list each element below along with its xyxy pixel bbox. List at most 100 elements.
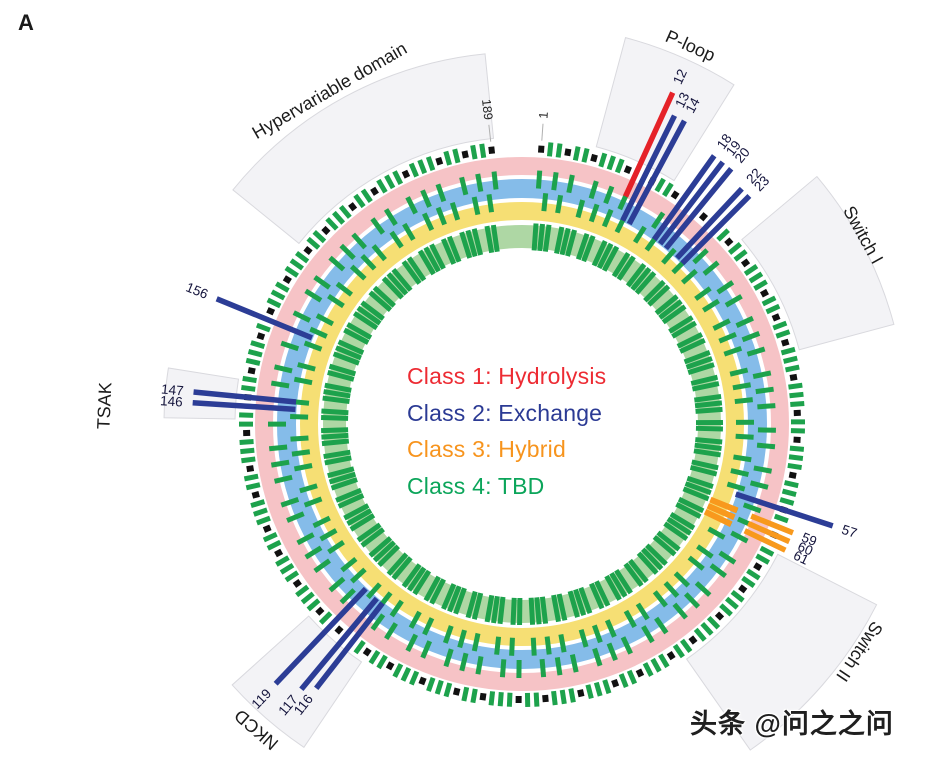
class2-tick — [370, 217, 386, 235]
ruler-tick-black — [789, 373, 798, 381]
class2-tick — [641, 625, 655, 644]
class2-tick — [270, 380, 290, 389]
annotation-line-146 — [192, 399, 296, 413]
class2-tick — [716, 280, 735, 295]
ruler-tick-green — [425, 156, 436, 172]
class4-tick — [643, 279, 666, 303]
class4-tick — [321, 415, 349, 421]
annotation-line-156 — [215, 296, 314, 341]
class4-tick — [640, 547, 664, 571]
ruler-tick-green — [746, 568, 761, 581]
class3-tick — [735, 433, 754, 440]
class3-tick — [687, 555, 705, 571]
legend-item-class1: Class 1: Hydrolysis — [407, 363, 607, 389]
ruler-tick-green — [559, 689, 567, 705]
class4-tick — [601, 245, 620, 272]
class2-tick — [566, 174, 575, 194]
ruler-tick-green — [408, 162, 419, 178]
class3-tick — [632, 225, 647, 244]
ruler-tick-black — [479, 692, 487, 701]
ruler-tick-green — [626, 669, 638, 685]
class4-tick — [567, 590, 580, 618]
class2-tick — [273, 474, 293, 484]
annotation-ring-tick-59 — [709, 496, 739, 514]
class2-tick — [539, 658, 547, 678]
class4-tick — [594, 580, 611, 607]
ruler-tick-black — [292, 578, 302, 588]
class3-tick — [297, 362, 316, 372]
class4-tick — [654, 294, 679, 316]
ruler-tick-green — [417, 159, 428, 175]
class3-tick — [449, 201, 461, 221]
class4-tick — [356, 522, 382, 543]
ruler-tick-green — [312, 230, 327, 244]
class2-tick — [273, 364, 293, 374]
class4-tick — [360, 300, 385, 321]
ruler-tick-green — [479, 143, 487, 159]
class4-tick — [647, 284, 671, 307]
annotation-line-14 — [626, 119, 687, 226]
class3-tick — [340, 556, 358, 573]
class2-tick — [351, 232, 367, 250]
class2-tick — [420, 189, 432, 208]
class4-tick — [694, 442, 722, 451]
class3-tick — [707, 526, 726, 540]
ruler-tick-black — [247, 367, 256, 375]
class4-tick — [324, 382, 352, 393]
class2-tick — [475, 655, 484, 675]
class3-tick — [604, 619, 617, 638]
class2-tick — [405, 196, 418, 215]
ruler-tick-green — [581, 148, 590, 163]
ruler-tick-black — [670, 190, 680, 200]
ruler-tick-green — [593, 681, 603, 697]
class4-tick — [537, 223, 546, 252]
class2-tick — [499, 659, 507, 678]
ruler-tick-green — [245, 357, 261, 366]
class3-tick — [389, 230, 404, 249]
class2-tick — [328, 576, 346, 593]
class3-tick — [349, 264, 367, 281]
ruler-tick-green — [650, 657, 662, 673]
class3-tick — [303, 496, 323, 508]
annotation-line-60 — [746, 520, 791, 545]
class4-tick — [690, 374, 719, 386]
class4-tick — [556, 593, 568, 621]
ruler-tick-black — [753, 562, 763, 572]
ruler-tick-green — [602, 679, 612, 695]
class4-tick — [335, 345, 362, 361]
class3-tick — [290, 435, 309, 442]
ruler-tick-green — [306, 598, 321, 612]
ruler-tick-black — [262, 524, 272, 533]
ruler-tick-green — [772, 320, 788, 331]
ruler-tick-green — [679, 638, 693, 653]
ruler-tick-black — [666, 651, 676, 661]
class4-tick — [630, 266, 652, 292]
class4-tick — [611, 252, 631, 278]
class3-tick — [555, 194, 564, 214]
class4-tick — [623, 562, 644, 588]
class2-tick — [384, 622, 398, 640]
wedge-nkcd — [231, 615, 363, 749]
ruler-tick-green — [606, 155, 616, 171]
class4-tick — [490, 224, 500, 253]
ruler-tick-green — [338, 204, 352, 219]
ruler-tick-black — [321, 225, 331, 236]
annotation-line-22 — [674, 186, 744, 261]
annotation-label-14: 14 — [683, 95, 704, 116]
ruler-tick-black — [564, 148, 572, 157]
ruler-tick-green — [270, 289, 286, 301]
wedge-switch-i — [741, 175, 895, 351]
class3-tick — [371, 244, 387, 262]
annotation-line-23 — [680, 194, 752, 266]
class3-tick — [578, 628, 589, 648]
class3-tick — [635, 602, 650, 621]
ruler-tick-green — [759, 545, 775, 557]
class4-tick — [694, 393, 722, 403]
class4-tick — [591, 240, 608, 267]
class4-tick — [628, 558, 649, 584]
class4-tick — [429, 243, 446, 270]
panel-letter: A — [18, 10, 34, 35]
class4-tick — [406, 256, 427, 282]
ruler-tick-green — [470, 688, 478, 704]
ruler-tick-black — [577, 689, 585, 698]
